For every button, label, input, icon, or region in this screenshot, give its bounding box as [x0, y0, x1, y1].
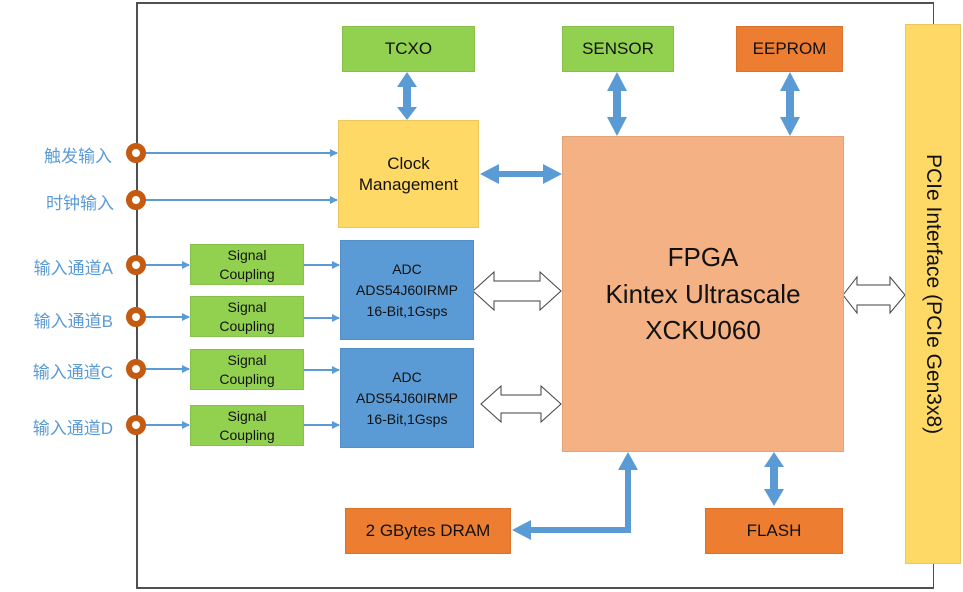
adc-block-1[interactable]: ADC ADS54J60IRMP 16-Bit,1Gsps — [340, 240, 474, 340]
tcxo-label: TCXO — [384, 39, 433, 59]
signal-coupling-line2: Coupling — [219, 370, 275, 387]
sensor-fpga-arrow — [607, 72, 627, 136]
signal-coupling-line1: Signal — [227, 407, 267, 424]
tcxo-clock-arrow — [397, 72, 417, 120]
signal-coupling-line2: Coupling — [219, 265, 275, 282]
fpga-family: Kintex Ultrascale — [605, 278, 801, 309]
dram-label: 2 GBytes DRAM — [365, 521, 491, 541]
connector-ring-icon[interactable] — [126, 143, 146, 163]
pcie-interface-block[interactable]: PCIe Interface (PCIe Gen3x8) — [905, 24, 961, 564]
clock-fpga-arrow — [480, 164, 562, 184]
fpga-block[interactable]: FPGA Kintex Ultrascale XCKU060 — [562, 136, 844, 452]
signal-coupling-line1: Signal — [227, 351, 267, 368]
flash-label: FLASH — [746, 521, 802, 541]
fpga-dram-arrow — [512, 452, 638, 540]
tcxo-block[interactable]: TCXO — [342, 26, 475, 72]
clock-management-block[interactable]: Clock Management — [338, 120, 479, 228]
signal-coupling-block-c[interactable]: Signal Coupling — [190, 349, 304, 390]
eeprom-fpga-arrow — [780, 72, 800, 136]
signal-coupling-line2: Coupling — [219, 317, 275, 334]
adc2-fpga-bus-arrow — [480, 384, 562, 424]
input-label-channel-d: 输入通道D — [32, 419, 113, 438]
adc-spec: 16-Bit,1Gsps — [366, 410, 448, 427]
fpga-pcie-bus-arrow — [842, 275, 906, 315]
dram-block[interactable]: 2 GBytes DRAM — [345, 508, 511, 554]
sensor-label: SENSOR — [582, 39, 654, 59]
fpga-part-number: XCKU060 — [645, 315, 761, 346]
adc-title: ADC — [392, 368, 422, 385]
signal-coupling-block-a[interactable]: Signal Coupling — [190, 244, 304, 285]
adc-part-number: ADS54J60IRMP — [356, 389, 458, 406]
fpga-title: FPGA — [667, 242, 739, 273]
eeprom-block[interactable]: EEPROM — [736, 26, 843, 72]
pcie-interface-label: PCIe Interface (PCIe Gen3x8) — [922, 153, 946, 435]
adc-block-2[interactable]: ADC ADS54J60IRMP 16-Bit,1Gsps — [340, 348, 474, 448]
connector-ring-icon[interactable] — [126, 415, 146, 435]
flash-block[interactable]: FLASH — [705, 508, 843, 554]
signal-coupling-block-d[interactable]: Signal Coupling — [190, 405, 304, 446]
clock-management-line2: Management — [358, 175, 459, 194]
connector-ring-icon[interactable] — [126, 307, 146, 327]
input-label-channel-a: 输入通道A — [33, 259, 113, 278]
connector-ring-icon[interactable] — [126, 190, 146, 210]
adc-title: ADC — [392, 260, 422, 277]
eeprom-label: EEPROM — [752, 39, 827, 59]
sensor-block[interactable]: SENSOR — [562, 26, 674, 72]
input-label-clock: 时钟输入 — [46, 194, 114, 213]
signal-coupling-line1: Signal — [227, 246, 267, 263]
input-label-trigger: 触发输入 — [44, 147, 112, 166]
signal-coupling-block-b[interactable]: Signal Coupling — [190, 296, 304, 337]
connector-ring-icon[interactable] — [126, 255, 146, 275]
clock-management-line1: Clock — [387, 153, 430, 173]
connector-ring-icon[interactable] — [126, 359, 146, 379]
adc-part-number: ADS54J60IRMP — [356, 281, 458, 298]
signal-coupling-line2: Coupling — [219, 426, 275, 443]
input-label-channel-c: 输入通道C — [32, 363, 113, 382]
adc1-fpga-bus-arrow — [472, 270, 562, 312]
fpga-flash-arrow — [764, 452, 784, 506]
input-label-channel-b: 输入通道B — [33, 312, 113, 331]
signal-coupling-line1: Signal — [227, 298, 267, 315]
adc-spec: 16-Bit,1Gsps — [366, 302, 448, 319]
